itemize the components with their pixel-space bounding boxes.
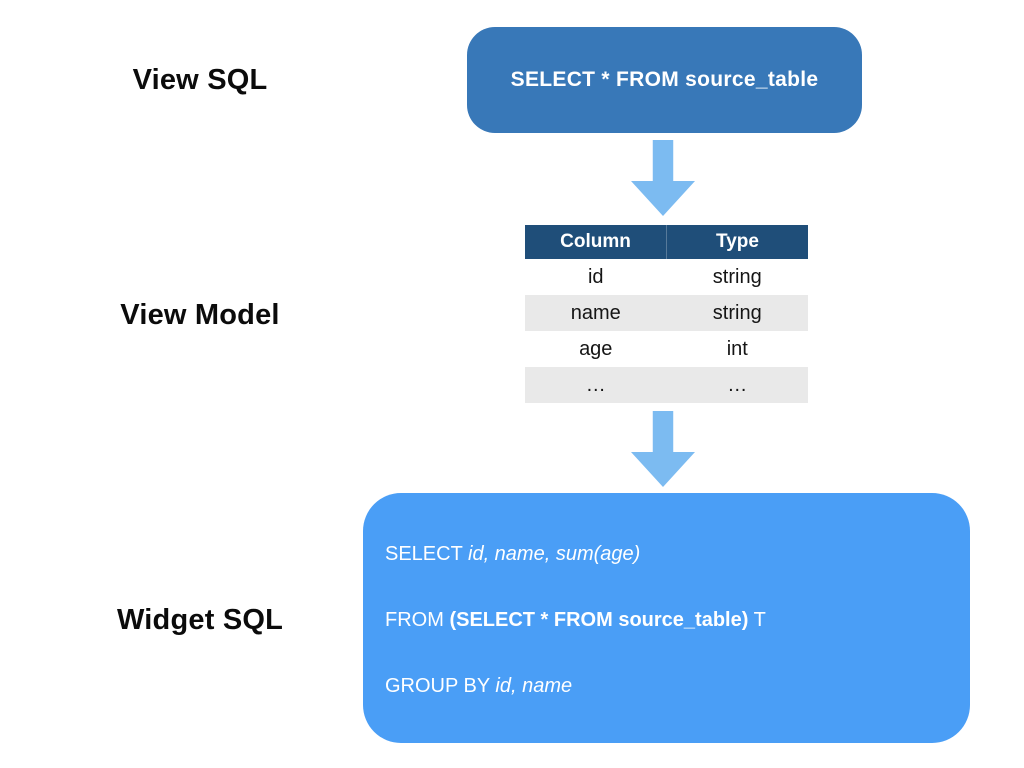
widget-sql-line-select: SELECT id, name, sum(age) <box>385 543 946 565</box>
view-sql-statement: SELECT * FROM source_table <box>510 68 819 91</box>
sql-subquery: (SELECT * FROM source_table) <box>449 609 749 631</box>
cell-type: string <box>666 295 808 331</box>
table-row: id string <box>525 259 808 295</box>
widget-sql-line-from: FROM (SELECT * FROM source_table) T <box>385 609 946 631</box>
cell-type: string <box>712 265 762 288</box>
cell-type: … <box>666 367 808 403</box>
table-row: … … <box>525 367 808 403</box>
view-sql-label: View SQL <box>132 64 268 96</box>
widget-sql-line-groupby: GROUP BY id, name <box>385 675 946 697</box>
widget-sql-box: SELECT id, name, sum(age) FROM (SELECT *… <box>363 493 970 743</box>
cell-column: id <box>587 265 604 288</box>
sql-fields: id, name, sum(age) <box>468 543 641 565</box>
cell-column: name <box>525 295 667 331</box>
down-arrow-icon <box>631 411 695 487</box>
cell-column: … <box>525 367 667 403</box>
cell-column: age <box>579 337 613 360</box>
cell-type: int <box>726 337 748 360</box>
sql-keyword: SELECT <box>385 543 468 565</box>
table-header-row: Column Type <box>525 225 808 259</box>
type-header: Type <box>666 225 808 259</box>
down-arrow-icon <box>631 140 695 216</box>
column-header: Column <box>525 225 667 259</box>
view-model-label: View Model <box>120 299 280 331</box>
sql-keyword: GROUP BY <box>385 675 496 697</box>
sql-fields: id, name <box>495 675 573 697</box>
sql-alias: T <box>748 609 766 631</box>
view-model-table: Column Type id string name string age in… <box>525 225 808 403</box>
table-row: name string <box>525 295 808 331</box>
table-row: age int <box>525 331 808 367</box>
widget-sql-label: Widget SQL <box>116 604 284 636</box>
sql-keyword: FROM <box>385 609 450 631</box>
view-sql-box: SELECT * FROM source_table <box>467 27 862 133</box>
